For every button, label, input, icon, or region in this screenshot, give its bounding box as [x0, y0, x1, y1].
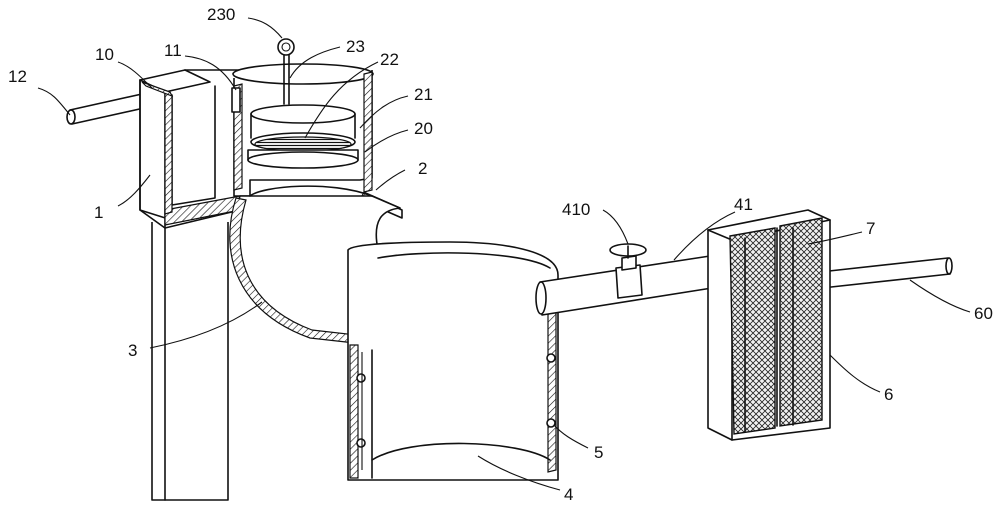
filter-box-6 — [707, 209, 953, 441]
label-21: 21 — [414, 85, 433, 104]
label-6: 6 — [884, 385, 893, 404]
label-230: 230 — [207, 5, 235, 24]
label-20: 20 — [414, 119, 433, 138]
label-41: 41 — [734, 195, 753, 214]
tank-4 — [347, 241, 559, 481]
label-11: 11 — [164, 41, 182, 60]
label-5: 5 — [594, 443, 603, 462]
upper-valve-assembly — [231, 38, 403, 219]
label-1: 1 — [94, 203, 103, 222]
label-3: 3 — [128, 341, 137, 360]
leader-lines — [37, 17, 971, 491]
label-23: 23 — [346, 37, 365, 56]
label-10: 10 — [95, 45, 114, 64]
label-410: 410 — [562, 200, 590, 219]
tank-1 — [139, 69, 241, 501]
label-60: 60 — [974, 304, 993, 323]
label-12: 12 — [8, 67, 27, 86]
label-22: 22 — [380, 50, 399, 69]
label-4: 4 — [564, 485, 573, 504]
label-7: 7 — [866, 219, 875, 238]
reference-numerals: 12 10 11 230 23 22 21 20 2 1 3 410 41 7 … — [8, 5, 993, 504]
label-2: 2 — [418, 159, 427, 178]
pipe-41 — [535, 243, 713, 316]
